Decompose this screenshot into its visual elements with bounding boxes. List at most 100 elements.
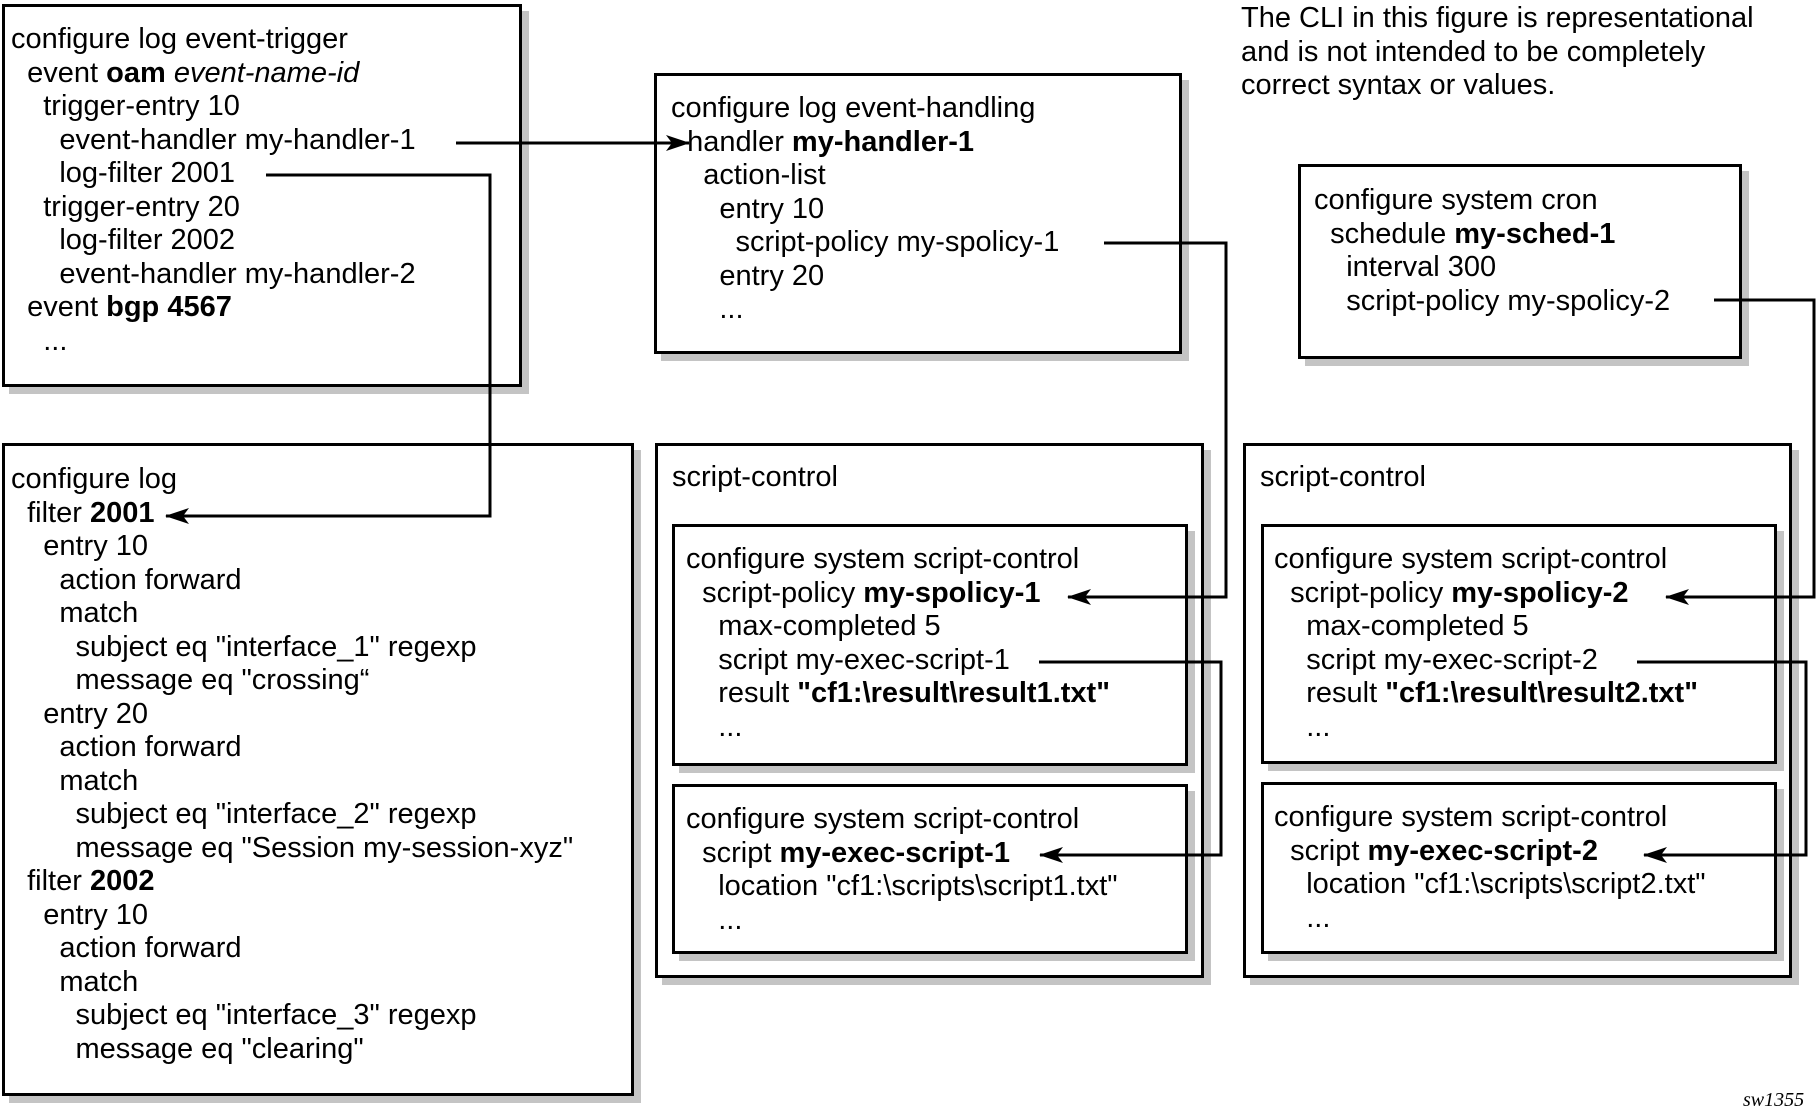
code-line: script my-exec-script-1	[686, 644, 1110, 678]
note-line: correct syntax or values.	[1241, 69, 1556, 101]
code-line: script my-exec-script-1	[686, 837, 1118, 871]
code-line: trigger-entry 20	[11, 191, 416, 225]
code-segment: action forward	[11, 563, 242, 596]
code-segment: action-list	[671, 159, 826, 191]
code-segment: my-handler-1	[791, 125, 975, 158]
code-segment: my-exec-script-2	[1367, 834, 1598, 867]
exec-script-1-code: configure system script-control script m…	[686, 803, 1118, 937]
code-segment: event-name-id	[173, 56, 360, 89]
code-segment: location "cf1:\scripts\script1.txt"	[686, 870, 1118, 902]
code-segment: 2002	[89, 865, 155, 897]
code-segment: configure system script-control	[1274, 543, 1668, 575]
script-policy-2-code: configure system script-control script-p…	[1274, 543, 1698, 744]
code-segment: ...	[686, 710, 743, 743]
code-line: script-policy my-spolicy-1	[671, 226, 1059, 260]
code-segment: subject eq "interface_2" regexp	[11, 798, 477, 830]
code-line: configure log event-handling	[671, 92, 1059, 126]
event-handling-box	[654, 73, 1182, 354]
code-segment: event	[11, 56, 107, 89]
code-line: ...	[686, 711, 1110, 745]
code-line: handler my-handler-1	[671, 126, 1059, 160]
code-line: ...	[686, 904, 1118, 938]
code-line: filter 2001	[11, 497, 573, 531]
code-line: script my-exec-script-2	[1274, 644, 1698, 678]
code-line: configure log	[11, 463, 573, 497]
note-line: and is not intended to be completely	[1241, 35, 1706, 68]
code-segment: script	[686, 836, 780, 869]
log-filter-box	[2, 443, 634, 1096]
code-line: event bgp 4567	[11, 291, 416, 325]
code-line: trigger-entry 10	[11, 90, 416, 124]
event-trigger-box	[2, 4, 522, 387]
disclaimer-note: The CLI in this figure is representation…	[1241, 2, 1754, 103]
arrow-spolicy-1	[1067, 241, 1228, 605]
code-segment: "cf1:\result\result1.txt"	[797, 677, 1110, 709]
code-line: configure system cron	[1314, 184, 1670, 218]
code-segment: trigger-entry 10	[11, 90, 240, 122]
code-line: script-policy my-spolicy-2	[1274, 577, 1698, 611]
code-line: action-list	[671, 159, 1059, 193]
figure-id: sw1355	[1743, 1089, 1805, 1111]
code-segment: action forward	[11, 731, 242, 763]
code-segment: script-policy	[1274, 576, 1452, 609]
script-policy-1-code: configure system script-control script-p…	[686, 543, 1110, 744]
code-segment: configure log event-trigger	[11, 23, 348, 55]
code-segment: event-handler my-handler-1	[11, 123, 416, 156]
code-segment: filter	[11, 496, 90, 529]
code-line: entry 20	[671, 260, 1059, 294]
code-segment: configure system cron	[1314, 184, 1598, 216]
code-segment: bgp 4567	[106, 291, 232, 323]
code-segment: interval 300	[1314, 251, 1497, 283]
code-line: subject eq "interface_2" regexp	[11, 798, 573, 832]
code-line: script my-exec-script-2	[1274, 835, 1706, 869]
code-line: entry 10	[11, 530, 573, 564]
code-segment: configure system script-control	[686, 803, 1080, 835]
code-line: action forward	[11, 731, 573, 765]
code-line: event-handler my-handler-2	[11, 258, 415, 292]
code-segment: configure system script-control	[686, 543, 1080, 575]
arrow-spolicy-2	[1665, 298, 1816, 605]
code-line: subject eq "interface_3" regexp	[11, 999, 573, 1033]
code-segment: result	[686, 677, 798, 709]
code-line: location "cf1:\scripts\script2.txt"	[1274, 868, 1705, 902]
code-segment: subject eq "interface_3" regexp	[11, 999, 477, 1031]
code-line: max-completed 5	[1274, 610, 1698, 644]
code-segment: configure log event-handling	[671, 92, 1036, 124]
code-segment: my-sched-1	[1454, 217, 1616, 250]
script-policy-1-box	[672, 524, 1188, 766]
code-segment: my-spolicy-1	[863, 576, 1041, 609]
code-segment: message eq "Session my-session-xyz"	[11, 831, 574, 864]
code-line: script-policy my-spolicy-2	[1314, 285, 1670, 319]
code-segment: configure log	[11, 463, 178, 495]
code-segment: ...	[11, 324, 68, 357]
arrow-filter	[165, 173, 492, 524]
script-control-1-title: script-control	[672, 461, 838, 493]
code-line: filter 2002	[11, 865, 573, 899]
code-segment: event	[11, 291, 107, 323]
code-segment: script-policy	[686, 576, 864, 609]
arrow-exec-2	[1637, 660, 1808, 863]
code-segment: script my-exec-script-2	[1274, 643, 1598, 676]
code-segment: ...	[1274, 901, 1331, 934]
code-line: ...	[671, 293, 1059, 327]
code-line: result "cf1:\result\result1.txt"	[686, 677, 1110, 711]
code-segment: my-spolicy-2	[1451, 576, 1629, 609]
exec-script-2-code: configure system script-control script m…	[1274, 801, 1706, 935]
code-line: script-policy my-spolicy-1	[686, 577, 1110, 611]
code-segment: entry 10	[11, 530, 149, 562]
code-line: action forward	[11, 932, 573, 966]
code-line: ...	[1274, 711, 1698, 745]
code-segment: entry 20	[11, 697, 149, 730]
script-control-2-title: script-control	[1260, 461, 1426, 493]
code-line: configure system script-control	[686, 543, 1110, 577]
code-line: log-filter 2001	[11, 157, 416, 191]
code-line: message eq "Session my-session-xyz"	[11, 832, 573, 866]
code-line: max-completed 5	[686, 610, 1110, 644]
arrow-exec-1	[1039, 660, 1223, 863]
code-segment: match	[11, 965, 139, 998]
code-segment: filter	[11, 865, 90, 897]
log-filter-code: configure log filter 2001 entry 10 actio…	[11, 463, 573, 1066]
script-policy-2-box	[1261, 524, 1777, 764]
code-segment: message eq "crossing“	[11, 664, 370, 696]
